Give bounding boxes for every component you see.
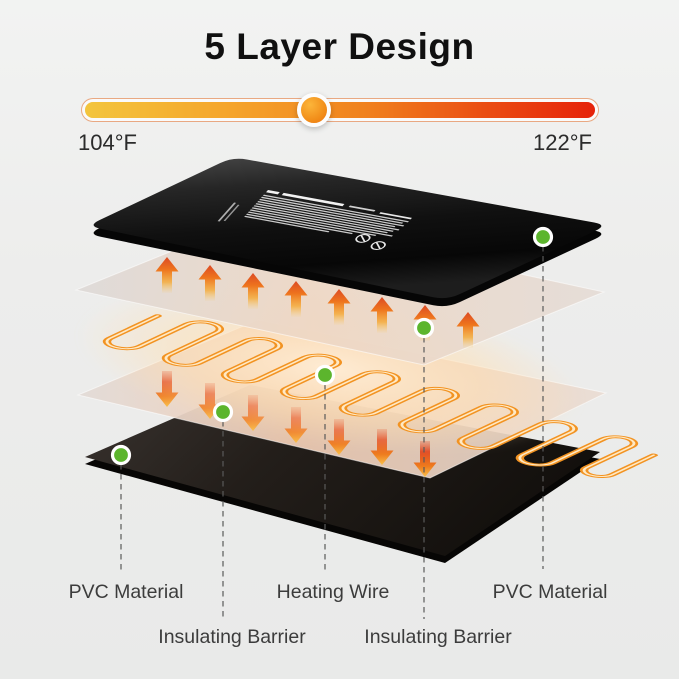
callout-dot (314, 364, 336, 386)
temp-min-label: 104°F (78, 130, 137, 155)
callout-dot (212, 401, 234, 423)
callout-dot (110, 444, 132, 466)
layer-pvc-top (93, 158, 602, 307)
temp-max-label: 122°F (533, 130, 592, 155)
callout-dot (413, 317, 435, 339)
product-label (217, 190, 412, 250)
temperature-gradient-bar (85, 93, 595, 127)
layer-label-insulating-barrier-right: Insulating Barrier (364, 626, 512, 648)
prohibition-icon (355, 234, 371, 243)
heating-wire (102, 314, 659, 478)
temperature-indicator-knob (297, 93, 331, 127)
layer-label-pvc-right: PVC Material (492, 581, 608, 603)
callout-dot (532, 226, 554, 248)
layer-label-heating-wire: Heating Wire (276, 581, 390, 603)
layer-label-insulating-barrier-left: Insulating Barrier (158, 626, 306, 648)
page-title: 5 Layer Design (204, 26, 475, 67)
callout-leader-lines (120, 246, 544, 619)
prohibition-icon (370, 241, 386, 250)
layer-label-pvc-left: PVC Material (68, 581, 184, 603)
heating-wire-core (105, 315, 656, 478)
callout-dots (110, 226, 554, 466)
